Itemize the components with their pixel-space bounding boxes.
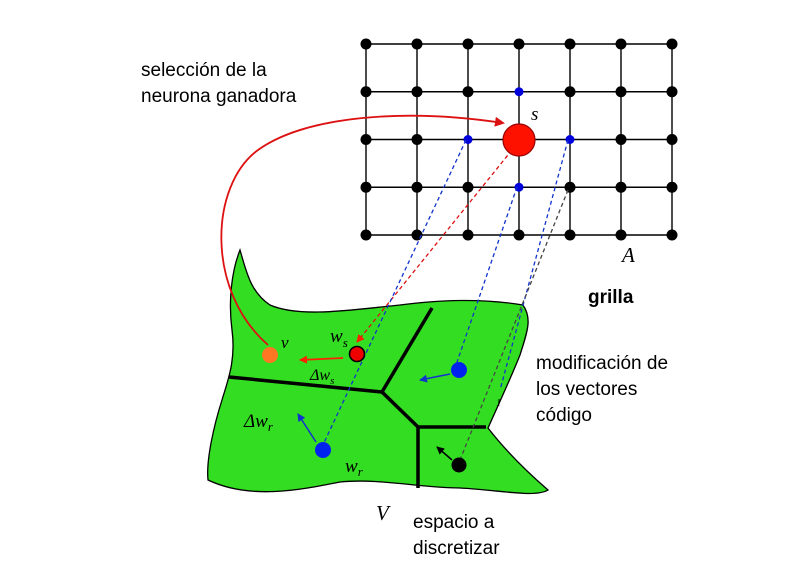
grid-neuron: [360, 229, 372, 241]
grid-nodes: [360, 38, 678, 241]
neighbor-update-arrow: [436, 446, 453, 461]
winner-selection-annotation: selección de la neurona ganadora: [141, 60, 297, 107]
grid-neuron: [411, 86, 423, 98]
grid-neuron: [411, 181, 423, 193]
neighbor-weight-point: [451, 457, 467, 473]
neighbor-update-arrow: [297, 413, 317, 443]
grid-neuron: [462, 38, 474, 50]
grid-neuron: [564, 181, 576, 193]
grid-neuron: [564, 229, 576, 241]
input-set-label: V: [376, 501, 391, 525]
winner-update-arrow: [299, 355, 344, 364]
small-tick-label: 1: [496, 398, 501, 409]
input-space-annotation: espacio a discretizar: [413, 512, 500, 559]
grid-neuron: [615, 229, 627, 241]
grid-set-label: A: [620, 243, 635, 267]
neighbor-delta-label: Δwr: [243, 411, 274, 434]
grid-neuron: [360, 134, 372, 145]
neighbor-update-arrow: [419, 373, 451, 383]
neighbor-projection: [499, 139, 569, 391]
vector-update-annotation: modificación de los vectores código: [536, 353, 673, 426]
grid-neuron: [666, 38, 678, 50]
grid-neuron: [360, 181, 372, 193]
grid-neuron: [360, 38, 372, 50]
grid-title: grilla: [588, 287, 634, 308]
grid-neuron: [666, 86, 678, 98]
grid-neuron: [666, 229, 678, 241]
grid-neuron: [462, 229, 474, 241]
voronoi-boundaries: [228, 307, 486, 488]
projection-lines: [321, 139, 569, 461]
neighbor-weight-point: [315, 442, 331, 458]
winner-weight-point: [348, 345, 366, 363]
grid-neuron: [666, 134, 678, 145]
neighbor-neuron: [514, 87, 524, 97]
grid-neuron: [513, 229, 525, 241]
winner-delta-label: Δws: [309, 367, 334, 387]
input-vector-label: v: [281, 333, 289, 352]
grid-neuron: [513, 38, 525, 50]
grid-neuron: [666, 181, 678, 193]
grid-neuron: [615, 38, 627, 50]
neighbor-projection: [454, 186, 518, 369]
grid-neuron: [615, 181, 627, 193]
input-vector-point: [262, 347, 278, 363]
grid-neuron: [564, 86, 576, 98]
neighbor-weight-label: wr: [345, 456, 364, 479]
winner-selection-arrow: [220, 114, 505, 346]
grid-neuron: [411, 134, 423, 145]
grid-neuron: [411, 38, 423, 50]
input-space-region: [207, 248, 550, 495]
grid-neuron: [564, 38, 576, 50]
grid-node-s-label: s: [531, 104, 538, 125]
winner-neuron: [502, 123, 536, 157]
winner-projection: [356, 149, 513, 343]
neighbor-projection: [321, 139, 467, 448]
grid-neuron: [615, 134, 627, 145]
grid-neuron: [615, 86, 627, 98]
grid-neuron: [462, 181, 474, 193]
neighbor-weight-point: [451, 362, 467, 378]
winner-weight-label: ws: [330, 326, 348, 350]
grid-neuron: [462, 86, 474, 98]
grid-neuron: [360, 86, 372, 98]
